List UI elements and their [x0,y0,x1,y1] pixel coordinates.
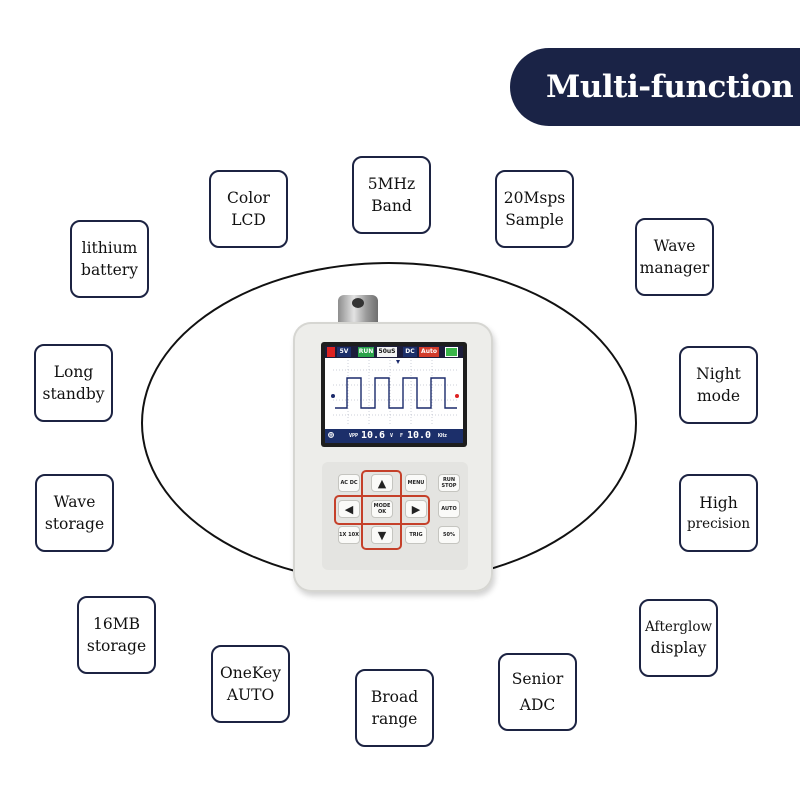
trigger-mode: Auto [419,347,439,357]
vpp-unit: V [390,433,394,439]
feature-line: OneKey [220,664,281,682]
banner: Multi-function [510,48,800,126]
feature-line: Sample [505,211,564,229]
feature-lithium-battery: lithium battery [70,220,149,298]
waveform-area [331,360,459,426]
trigger-level-marker [455,394,459,398]
feature-line: Broad [370,688,419,706]
feature-line: LCD [231,211,266,229]
feature-line: display [650,639,707,657]
nav-pad-vertical-outline [361,470,402,550]
feature-line: Color [227,189,270,207]
freq-label: F [400,433,404,439]
ac-dc-button[interactable]: AC DC [338,474,360,492]
nav-pad-horizontal-outline [334,495,430,525]
feature-line: ADC [519,696,556,714]
feature-line: Night [696,365,741,383]
trigger-position-marker [396,360,400,364]
channel-badge [327,347,335,357]
up-arrow-button[interactable]: ▲ [371,474,393,492]
time-div: 50uS [377,347,397,357]
freq-value: 10.0 [407,430,432,441]
down-arrow-button[interactable]: ▼ [371,526,393,544]
menu-button[interactable]: MENU [405,474,427,492]
feature-line: storage [44,515,105,533]
volt-div: 5V [337,347,351,357]
feature-line: range [371,710,418,728]
feature-line: Afterglow [644,619,713,635]
feature-line: Wave [53,493,96,511]
feature-line: standby [42,385,105,403]
vpp-value: 10.6 [361,430,386,441]
feature-wave-manager: Wave manager [635,218,714,296]
feature-line: manager [639,259,710,277]
run-state: RUN [358,347,374,357]
feature-line: AUTO [226,686,275,704]
left-arrow-button[interactable]: ◀ [338,500,360,518]
feature-broad-range: Broad range [355,669,434,747]
feature-line: lithium [81,239,138,257]
feature-wave-storage: Wave storage [35,474,114,552]
bnc-connector-core [352,298,364,308]
trig-button[interactable]: TRIG [405,526,427,544]
feature-line: mode [696,387,741,405]
feature-16mb-storage: 16MB storage [77,596,156,674]
feature-line: precision [686,516,751,532]
freq-unit: KHz [438,433,448,439]
vpp-label: VPP [349,433,359,439]
measurement-bar: ⊕ VPP 10.6 V F 10.0 KHz [325,429,463,443]
feature-line: Wave [653,237,696,255]
oscilloscope-screen: 5V RUN 50uS DC Auto ⊕ VPP 10.6 V F 10.0 … [325,346,463,443]
feature-line: 20Msps [503,189,566,207]
feature-line: Long [53,363,94,381]
screen-status-bar: 5V RUN 50uS DC Auto [325,346,463,358]
feature-line: 5MHz [367,175,416,193]
fifty-percent-button[interactable]: 50% [438,526,460,544]
feature-high-precision: High precision [679,474,758,552]
feature-long-standby: Long standby [34,344,113,422]
feature-line: Band [371,197,412,215]
feature-line: 16MB [93,615,140,633]
battery-icon [445,347,458,357]
feature-line: Senior [511,670,564,688]
auto-button[interactable]: AUTO [438,500,460,518]
banner-title: Multi-function [546,69,794,105]
x1-x10-button[interactable]: 1X 10X [338,526,360,544]
ground-marker [331,394,335,398]
feature-line: storage [86,637,147,655]
feature-line: High [699,494,738,512]
square-wave-trace [335,377,457,409]
mode-ok-button[interactable]: MODE OK [371,500,393,518]
feature-night-mode: Night mode [679,346,758,424]
feature-line: battery [81,261,138,279]
crosshair-icon: ⊕ [328,430,335,441]
run-stop-button[interactable]: RUN STOP [438,474,460,492]
right-arrow-button[interactable]: ▶ [405,500,427,518]
feature-afterglow-display: Afterglow display [639,599,718,677]
coupling: DC [403,347,417,357]
